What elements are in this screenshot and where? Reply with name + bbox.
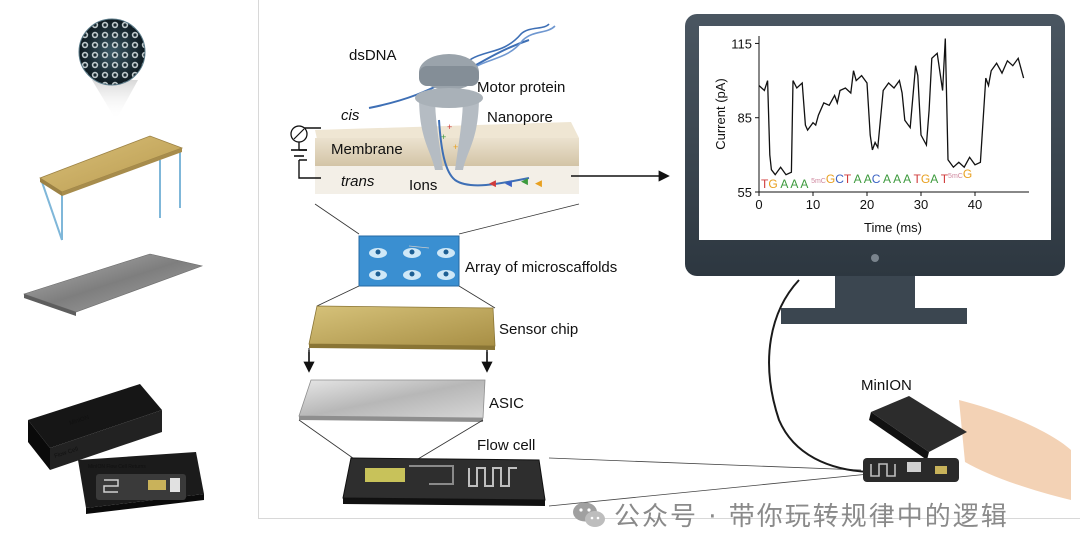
dsdna-label: dsDNA [349, 47, 397, 64]
sequence-base: C [872, 172, 881, 186]
sequence-base: 5mC [811, 178, 826, 185]
zoom-cone [92, 80, 138, 120]
x-tick-label: 0 [755, 197, 762, 212]
sequence-base: G [921, 172, 930, 186]
current-trace-chart: 0 10 20 30 40 55 85 115 TG A A A 5mCGCT A AC A … [713, 36, 1029, 235]
nanopore-label: Nanopore [487, 109, 553, 126]
sequence-base: T [941, 172, 949, 186]
svg-text:◀: ◀ [521, 176, 528, 186]
device-stack-panel: MinION Flow Cell MinION Flow Cell Return… [0, 0, 258, 558]
motor-protein-label: Motor protein [477, 79, 565, 96]
usb-cable [768, 279, 870, 473]
asic-slab-3d [23, 253, 204, 316]
x-axis-label: Time (ms) [864, 220, 922, 235]
nanopore-diagram-frame: + + + ◀ ◀ ◀ ◀ dsDNA cis Motor protein Na… [258, 0, 1080, 519]
flow-cell [342, 457, 546, 506]
x-tick-label: 30 [914, 197, 928, 212]
x-tick-label: 20 [860, 197, 874, 212]
sequence-base: A [883, 172, 891, 186]
x-tick-label: 10 [806, 197, 820, 212]
sequence-base: C [835, 172, 844, 186]
sequence-base: G [826, 172, 835, 186]
svg-text:◀: ◀ [505, 178, 512, 188]
flow-cell-label: Flow cell [477, 437, 535, 454]
svg-text:+: + [447, 122, 452, 132]
minion-label: MinION [861, 377, 912, 394]
membrane-label: Membrane [331, 141, 403, 158]
circuit-diagram [290, 125, 321, 179]
monitor [685, 14, 1065, 324]
minion-product-box: MinION Flow Cell [28, 384, 162, 470]
sequence-base: T [914, 172, 922, 186]
y-tick-label: 85 [738, 111, 752, 126]
asic-chip [298, 379, 486, 422]
sequence-base: G [768, 177, 777, 191]
sequence-base: A [903, 172, 911, 186]
sequence-base: A [854, 172, 862, 186]
sensor-chip [308, 305, 496, 350]
cis-label: cis [341, 107, 360, 124]
wechat-watermark: 公众号 · 带你玩转规律中的逻辑 [572, 496, 1009, 533]
sequence-base: G [963, 167, 972, 181]
svg-text:◀: ◀ [489, 178, 496, 188]
svg-text:◀: ◀ [535, 178, 542, 188]
y-tick-label: 55 [738, 185, 752, 200]
trans-label: trans [341, 173, 375, 190]
sequence-base: A [780, 177, 788, 191]
sequence-base: T [761, 177, 769, 191]
svg-text:+: + [453, 142, 458, 152]
sequence-base: A [864, 172, 872, 186]
flow-cell-tray: MinION Flow Cell Returns [78, 452, 204, 514]
microscaffold-array [358, 235, 460, 287]
nanopore-protein [415, 54, 483, 170]
membrane-block [315, 122, 579, 194]
tray-text: MinION Flow Cell Returns [88, 464, 146, 470]
wechat-icon [573, 502, 605, 527]
watermark-text: 公众号 · 带你玩转规律中的逻辑 [614, 502, 1009, 532]
sensor-chip-label: Sensor chip [499, 321, 578, 338]
y-tick-label: 115 [731, 36, 752, 51]
sensor-slab-3d [39, 135, 184, 241]
ions-markers: + + + ◀ ◀ ◀ ◀ [441, 122, 542, 188]
base-sequence: TG A A A 5mCGCT A AC A A A TGA T5mCG [761, 167, 972, 191]
asic-label: ASIC [489, 395, 524, 412]
pore-array-zoom-circle [78, 18, 146, 86]
sequence-base: A [800, 177, 808, 191]
y-axis-label: Current (pA) [713, 78, 728, 150]
box-brand-text: MinION [69, 415, 90, 427]
minion-device [863, 396, 1071, 500]
x-tick-label: 40 [968, 197, 982, 212]
svg-text:+: + [441, 132, 446, 142]
sequence-base: A [790, 177, 798, 191]
current-trace-line [758, 38, 1025, 176]
sequence-base: 5mC [948, 173, 963, 180]
sequence-base: T [844, 172, 852, 186]
sequence-base: A [893, 172, 901, 186]
microscaffolds-label: Array of microscaffolds [465, 259, 617, 276]
sequence-base: A [930, 172, 938, 186]
ions-label: Ions [409, 177, 437, 194]
